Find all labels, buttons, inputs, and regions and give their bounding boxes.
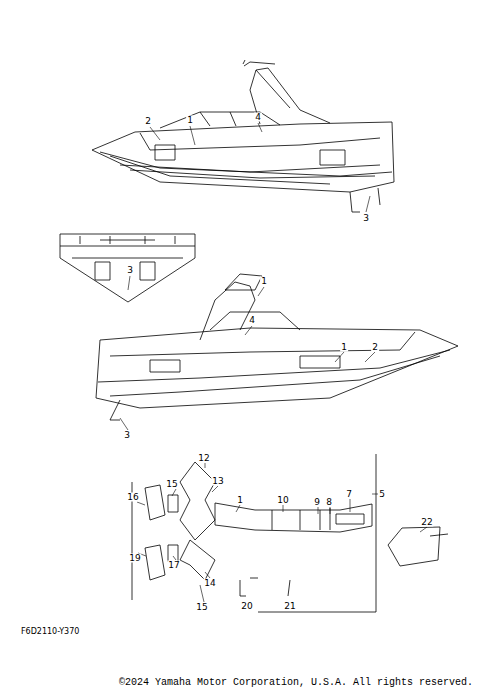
callout-number: 19	[128, 554, 141, 563]
callout-number: 15	[165, 480, 178, 489]
boat-side-view	[96, 274, 458, 420]
callout-number: 12	[197, 454, 210, 463]
callout-number: 13	[211, 477, 224, 486]
decal-set	[132, 454, 448, 612]
callout-number: 4	[254, 113, 262, 122]
callout-number: 1	[260, 277, 268, 286]
callout-number: 7	[345, 490, 353, 499]
callout-number: 3	[126, 266, 134, 275]
callout-number: 21	[283, 602, 296, 611]
callout-number: 9	[313, 498, 321, 507]
callout-number: 4	[248, 316, 256, 325]
callout-number: 14	[203, 579, 216, 588]
callout-number: 22	[420, 518, 433, 527]
callout-number: 10	[276, 496, 289, 505]
callout-number: 3	[123, 431, 131, 440]
callout-number: 3	[362, 214, 370, 223]
drawing-code: F6D2110-Y370	[20, 628, 80, 636]
boat-side-view	[92, 60, 394, 212]
callout-number: 1	[186, 116, 194, 125]
callout-number: 2	[371, 343, 379, 352]
callout-number: 5	[378, 490, 386, 499]
copyright-note: ©2024 Yamaha Motor Corporation, U.S.A. A…	[118, 678, 474, 688]
leader-line	[120, 123, 427, 602]
callout-number: 20	[240, 602, 253, 611]
callout-number: 15	[195, 603, 208, 612]
callout-number: 16	[126, 493, 139, 502]
callout-number: 2	[144, 117, 152, 126]
callout-number: 17	[167, 561, 180, 570]
callout-number: 1	[236, 496, 244, 505]
boat-rear-view	[60, 234, 195, 302]
callout-number: 1	[340, 343, 348, 352]
callout-number: 8	[325, 498, 333, 507]
